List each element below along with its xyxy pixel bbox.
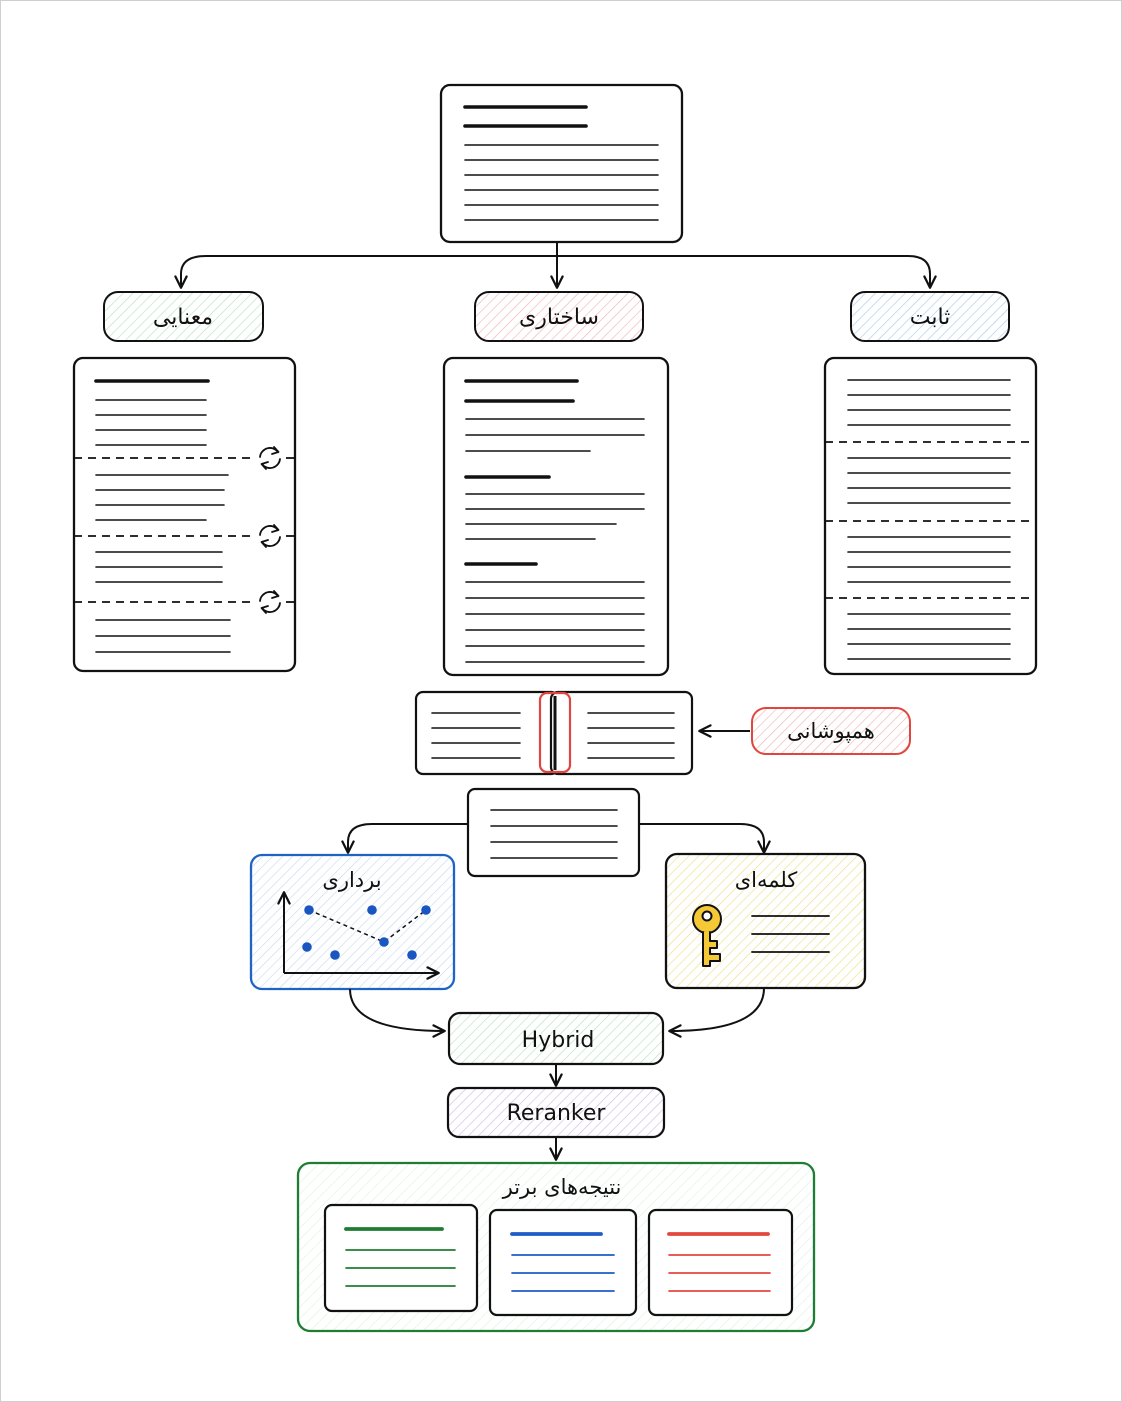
refresh-icon — [259, 524, 281, 548]
pill-fixed-label: ثابت — [910, 305, 951, 330]
split-arrows — [341, 823, 771, 854]
pill-structural-label: ساختاری — [519, 305, 599, 330]
hybrid-label: Hybrid — [522, 1028, 595, 1053]
overlap-chunks — [414, 690, 694, 776]
branch-arrows — [174, 242, 937, 289]
merge-arrows — [349, 987, 765, 1038]
reranker-label: Reranker — [507, 1101, 607, 1126]
pill-semantic: معنایی — [103, 291, 264, 342]
keyword-label: کلمه‌ای — [735, 868, 798, 892]
top-results-box: نتیجه‌های برتر — [296, 1161, 816, 1333]
scatter-plot-icon — [277, 891, 440, 980]
result-card — [323, 1203, 479, 1313]
top-results-label: نتیجه‌های برتر — [502, 1175, 622, 1199]
retrieved-chunk — [466, 787, 641, 878]
pill-fixed: ثابت — [850, 291, 1010, 342]
result-card — [647, 1208, 794, 1317]
result-card — [488, 1208, 638, 1317]
reranker-box: Reranker — [446, 1086, 666, 1139]
vector-search-box: برداری — [249, 853, 456, 991]
key-icon — [692, 904, 722, 967]
source-document — [439, 83, 684, 244]
overlap-region — [538, 691, 572, 774]
pill-semantic-label: معنایی — [153, 305, 213, 330]
pill-structural: ساختاری — [474, 291, 644, 342]
refresh-icon — [259, 446, 281, 470]
pill-overlap-label: همپوشانی — [787, 719, 875, 743]
vector-label: برداری — [322, 868, 381, 892]
keyword-search-box: کلمه‌ای — [664, 852, 867, 990]
fixed-chunk-document — [823, 356, 1038, 676]
refresh-icon — [259, 590, 281, 614]
pill-overlap: همپوشانی — [751, 707, 911, 755]
structural-chunk-document — [442, 356, 670, 677]
hybrid-box: Hybrid — [447, 1011, 665, 1066]
semantic-chunk-document — [72, 356, 297, 673]
